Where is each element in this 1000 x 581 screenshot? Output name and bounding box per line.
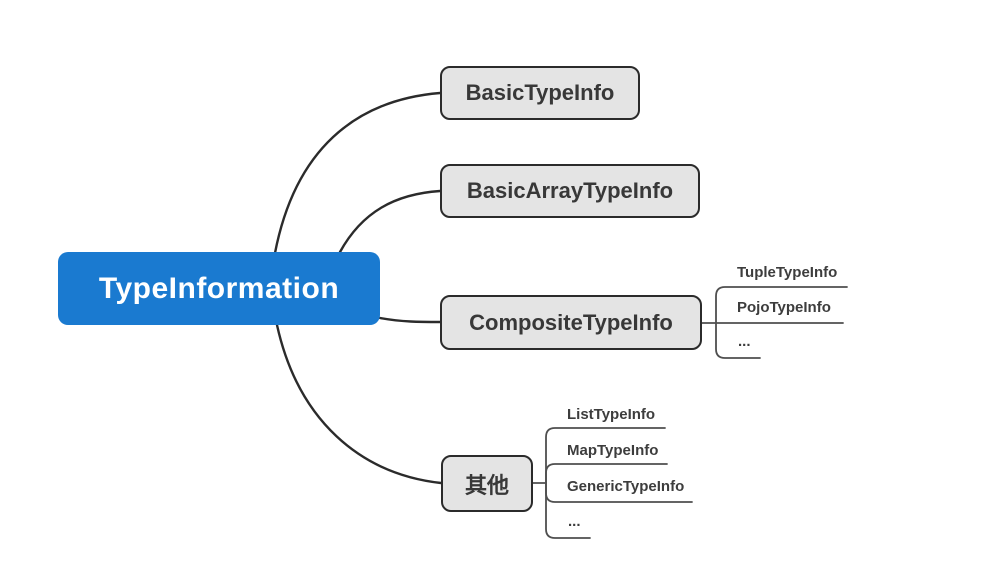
connector-root-to-other [275, 323, 443, 485]
subtopic-composite-ellipsis[interactable]: ... [738, 333, 751, 350]
connector-root-to-compositetypeinfo [378, 316, 442, 324]
topic-other[interactable]: 其他 [441, 455, 533, 512]
topic-root-typeinformation[interactable]: TypeInformation [58, 252, 380, 325]
connector-other-to-maptypeinfo [545, 463, 668, 484]
topic-basictypeinfo[interactable]: BasicTypeInfo [440, 66, 640, 120]
subtopic-pojotypeinfo[interactable]: PojoTypeInfo [737, 299, 831, 316]
connector-other-to-listtypeinfo [545, 427, 666, 484]
subtopic-maptypeinfo[interactable]: MapTypeInfo [567, 442, 659, 459]
subtopic-tupletypeinfo[interactable]: TupleTypeInfo [737, 264, 838, 281]
subtopic-generictypeinfo[interactable]: GenericTypeInfo [567, 478, 685, 495]
topic-basicarraytypeinfo[interactable]: BasicArrayTypeInfo [440, 164, 700, 218]
subtopic-other-ellipsis[interactable]: ... [568, 513, 581, 530]
connector-root-to-basicarraytypeinfo [338, 189, 442, 254]
child-branch-lines [532, 286, 848, 539]
connector-root-to-basictypeinfo [273, 91, 442, 255]
main-branch-lines [273, 91, 443, 485]
topic-compositetypeinfo[interactable]: CompositeTypeInfo [440, 295, 702, 350]
connector-other-to-ellipsis [545, 482, 591, 539]
subtopic-listtypeinfo[interactable]: ListTypeInfo [567, 406, 656, 423]
connector-composite-to-tupletypeinfo [715, 286, 848, 324]
connector-composite-to-ellipsis [715, 322, 761, 359]
